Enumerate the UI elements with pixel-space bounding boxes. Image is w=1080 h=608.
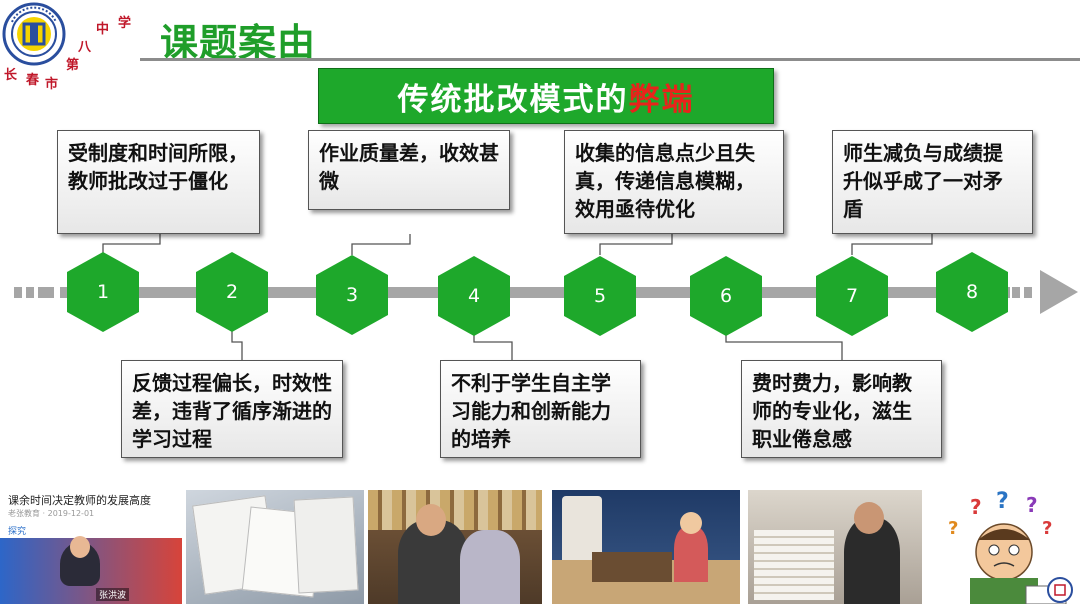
problem-box: 受制度和时间所限，教师批改过于僵化 [57, 130, 260, 234]
school-name-char: 第 [66, 58, 80, 73]
timeline-node: 5 [564, 256, 636, 336]
speaker-head [70, 536, 90, 558]
problem-box: 不利于学生自主学习能力和创新能力的培养 [440, 360, 641, 458]
school-name-char: 中 [96, 22, 110, 37]
video-title: 课余时间决定教师的发展高度 [8, 494, 151, 507]
timeline-node: 1 [67, 252, 139, 332]
question-mark-icon: ? [948, 518, 958, 539]
page-title: 课题案由 [160, 21, 317, 65]
timeline-node: 8 [936, 252, 1008, 332]
question-mark-icon: ? [996, 490, 1009, 514]
timeline-arrow [14, 270, 1078, 314]
video-meta: 老张教育 · 2019-12-01 [8, 509, 95, 518]
question-mark-icon: ? [970, 495, 982, 519]
timeline-node: 2 [196, 252, 268, 332]
speaker-tag: 张洪波 [96, 588, 130, 601]
school-logo [2, 2, 66, 66]
section-banner: 传统批改模式的弊端 [318, 68, 774, 124]
school-logo-small [1047, 577, 1073, 603]
problem-box: 作业质量差，收效甚微 [308, 130, 510, 210]
question-mark-icon: ? [1042, 518, 1052, 539]
connector-lines [102, 234, 933, 360]
banner-text: 传统批改模式的 [397, 81, 629, 118]
school-name-char: 八 [78, 40, 92, 55]
school-name-char: 长 [4, 68, 18, 83]
school-name-char: 市 [45, 77, 59, 92]
timeline-node: 7 [816, 256, 888, 336]
banner-accent-text: 弊端 [628, 81, 695, 118]
cartoon-confused-teacher: ? ? ? ? ? [930, 490, 1078, 604]
photo-homework-stack [186, 490, 364, 604]
photo-night-desk-illustration [552, 490, 740, 604]
timeline-node: 4 [438, 256, 510, 336]
problem-box: 反馈过程偏长，时效性差，违背了循序渐进的学习过程 [121, 360, 343, 458]
photo-teacher-with-child [368, 490, 542, 604]
video-thumbnail: 课余时间决定教师的发展高度 老张教育 · 2019-12-01 探究 张洪波 [0, 490, 182, 604]
timeline-node: 6 [690, 256, 762, 336]
school-name-char: 学 [118, 16, 132, 31]
problem-box: 师生减负与成绩提升似乎成了一对矛盾 [832, 130, 1033, 234]
question-mark-icon: ? [1026, 493, 1038, 517]
timeline-node: 3 [316, 255, 388, 335]
school-name-char: 春 [26, 73, 40, 88]
problem-box: 收集的信息点少且失真，传递信息模糊，效用亟待优化 [564, 130, 784, 234]
photo-teacher-grading [748, 490, 922, 604]
video-tag: 探究 [8, 527, 27, 537]
problem-box: 费时费力，影响教师的专业化，滋生职业倦怠感 [741, 360, 942, 458]
title-underline [140, 58, 1080, 61]
